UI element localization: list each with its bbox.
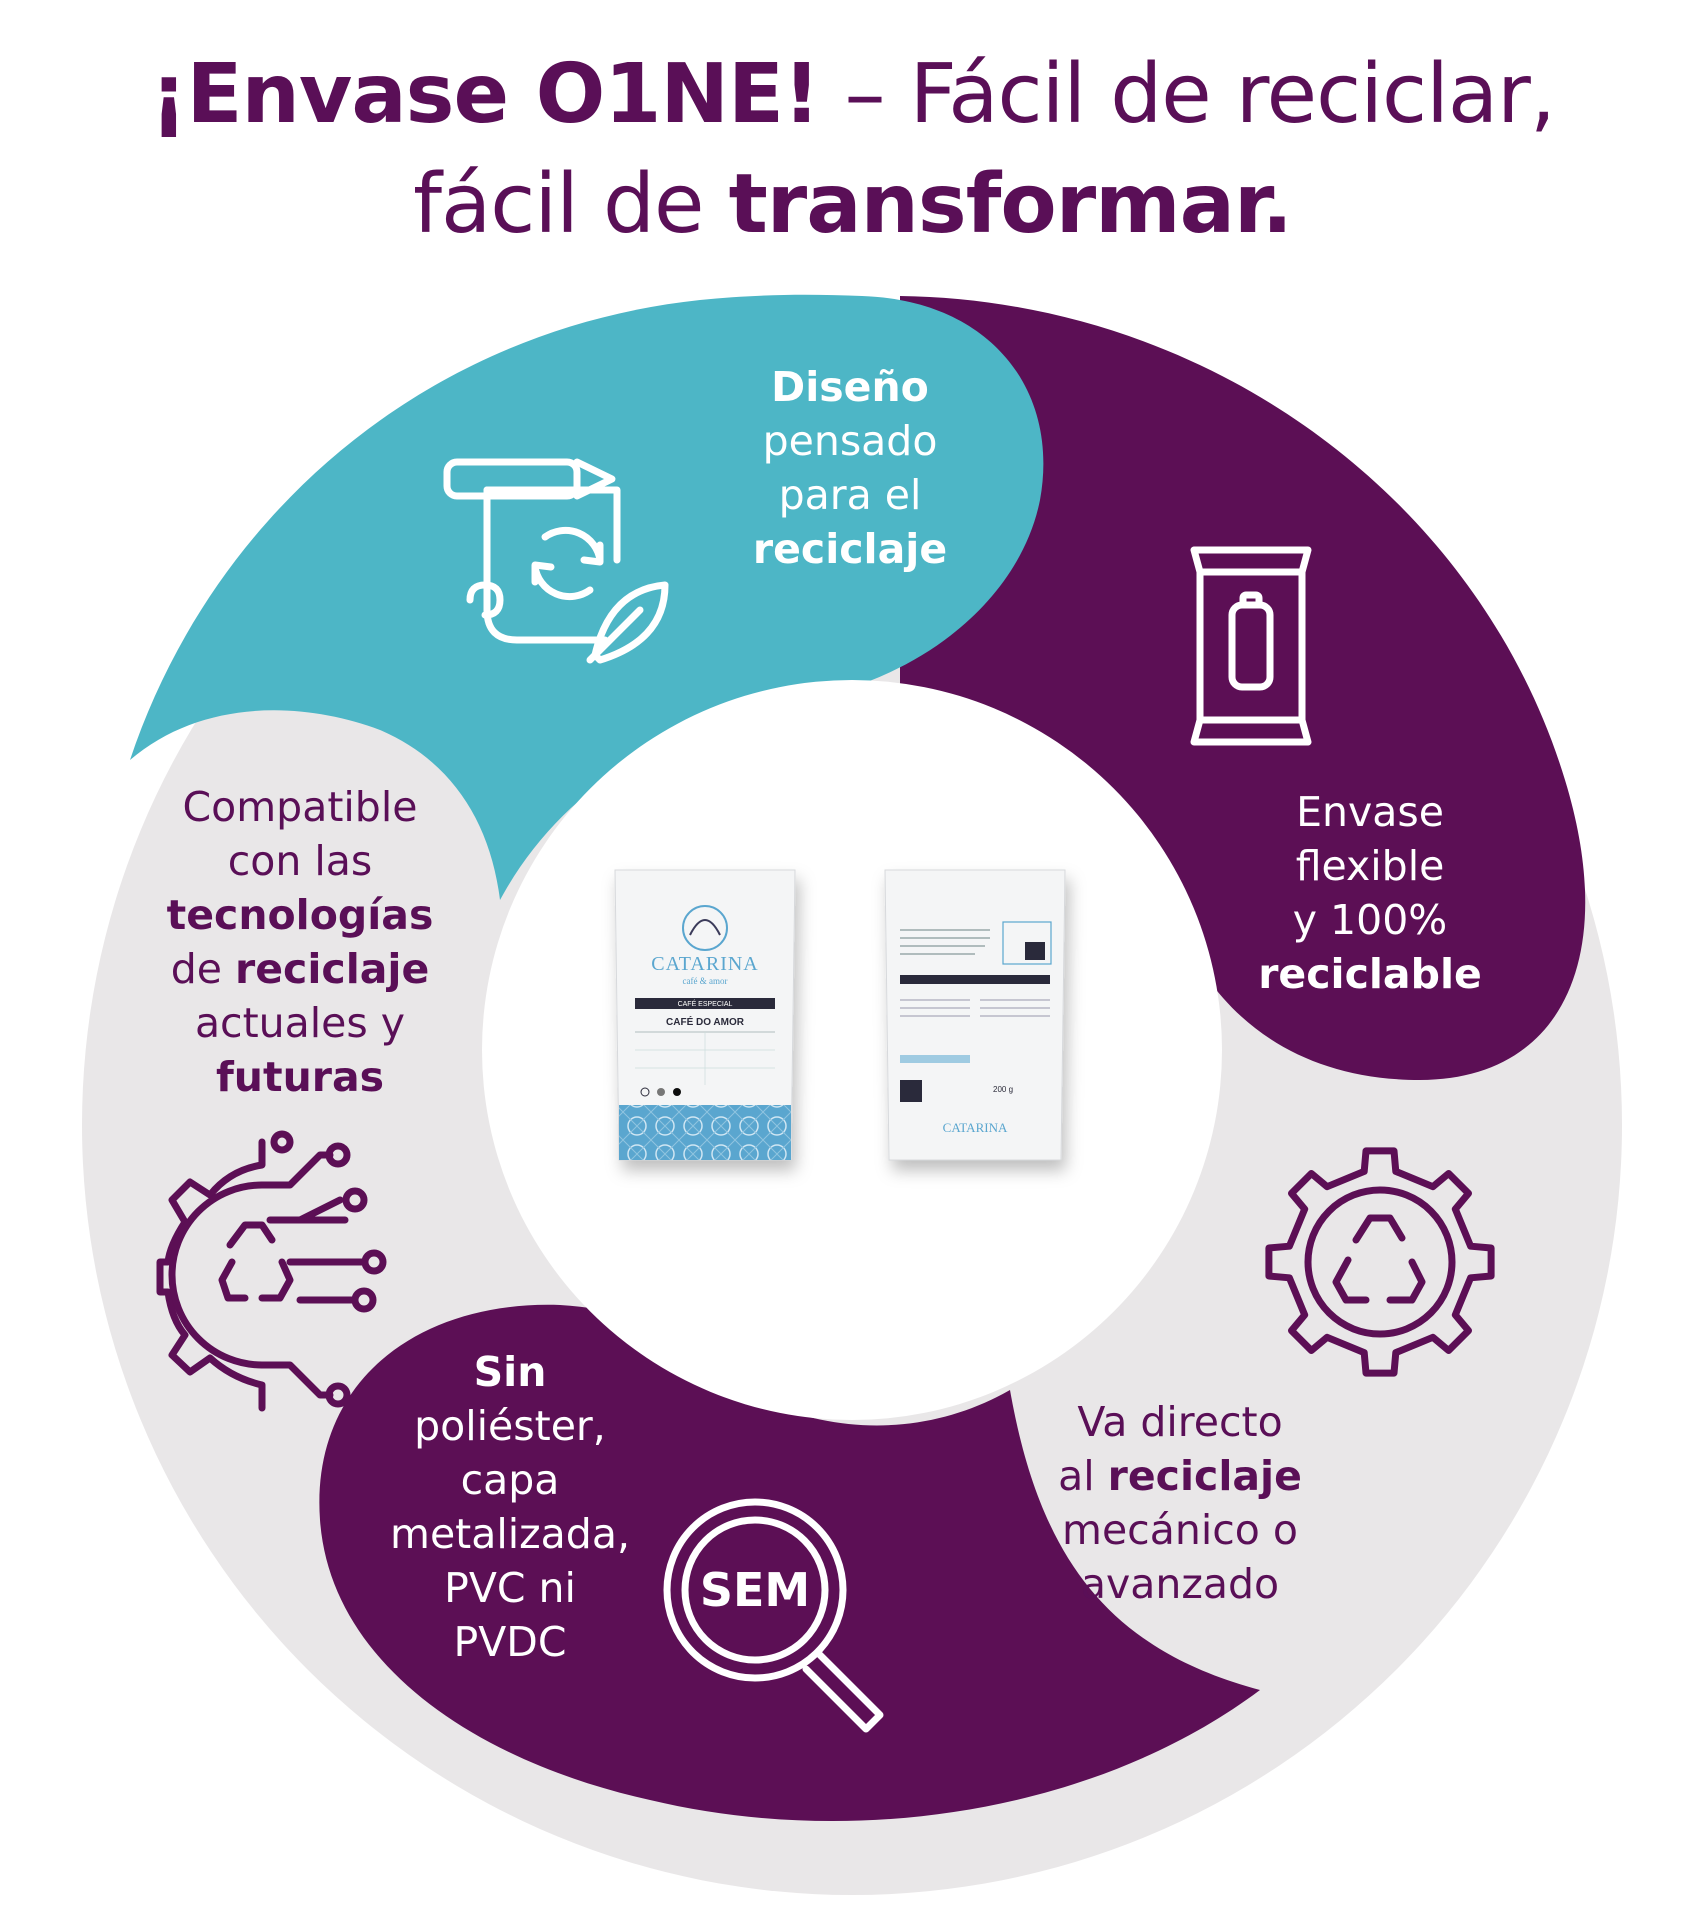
without-line-6: PVDC [453,1618,567,1666]
segment-design-shape [130,294,1044,900]
compatible-line-5: actuales y [194,999,406,1047]
design-paper-pencil-icon [443,458,669,664]
center-circle [482,680,1222,1420]
title-brand: ¡Envase O1NE! [150,47,820,142]
product-pouches-image: CATARINA café & amor CAFÉ ESPECIAL CAFÉ … [614,869,1066,1161]
back-pouch: 200 g CATARINA [884,869,1066,1161]
direct-line-3: mecánico o [1062,1506,1298,1554]
title-line2-regular: fácil de [413,157,729,252]
compatible-line-4-regular: de [170,945,235,993]
segment-flexible-text: Envase flexible y 100% reciclable [1220,785,1520,1001]
compatible-bold-6: futuras [215,1053,385,1101]
direct-line-2-regular: al [1058,1452,1108,1500]
without-line-4: metalizada, [390,1510,630,1558]
title-line-1: ¡Envase O1NE! – Fácil de reciclar, [0,40,1705,150]
title-line-2: fácil de transformar. [0,150,1705,260]
compatible-line-4-bold: reciclaje [235,945,430,993]
segment-direct-text: Va directo al reciclaje mecánico o avanz… [1020,1395,1340,1611]
direct-line-4: avanzado [1080,1560,1280,1608]
compatible-bold-3: tecnologías [166,891,434,939]
flexible-pouch-icon [1190,546,1312,746]
title-line1-rest: – Fácil de reciclar, [819,47,1556,142]
compatible-line-2: con las [227,837,373,885]
tech-recycle-circuit-icon [156,1130,387,1412]
title-line2-bold: transformar. [728,157,1293,252]
direct-line-1: Va directo [1077,1398,1283,1446]
flexible-line-3: y 100% [1292,896,1448,944]
front-tagline: café & amor [683,976,728,986]
sem-label: SEM [700,1563,810,1617]
design-bold-1: Diseño [771,363,929,411]
segment-design-text: Diseño pensado para el reciclaje [700,360,1000,576]
without-bold-1: Sin [473,1348,547,1396]
flexible-bold-4: reciclable [1258,950,1482,998]
back-brand: CATARINA [943,1120,1008,1135]
design-line-3: para el [778,471,922,519]
without-line-5: PVC ni [444,1564,576,1612]
segment-without-text: Sin poliéster, capa metalizada, PVC ni P… [370,1345,650,1669]
without-line-3: capa [460,1456,560,1504]
design-bold-4: reciclaje [752,525,948,573]
without-line-2: poliéster, [414,1402,606,1450]
magnifier-sem-icon: SEM [663,1498,884,1733]
recycle-gear-icon [1265,1147,1495,1377]
flexible-line-2: flexible [1295,842,1445,890]
flexible-line-1: Envase [1296,788,1444,836]
front-category: CAFÉ ESPECIAL [678,999,733,1008]
front-brand: CATARINA [651,953,759,975]
page-title: ¡Envase O1NE! – Fácil de reciclar, fácil… [0,40,1705,260]
front-name: CAFÉ DO AMOR [666,1015,745,1028]
segment-without-shape [319,1304,1260,1822]
front-pouch: CATARINA café & amor CAFÉ ESPECIAL CAFÉ … [614,869,796,1161]
segment-compatible-text: Compatible con las tecnologías de recicl… [140,780,460,1104]
back-weight: 200 g [993,1085,1013,1094]
direct-line-2-bold: reciclaje [1107,1452,1302,1500]
design-line-2: pensado [762,417,938,465]
compatible-line-1: Compatible [182,783,418,831]
